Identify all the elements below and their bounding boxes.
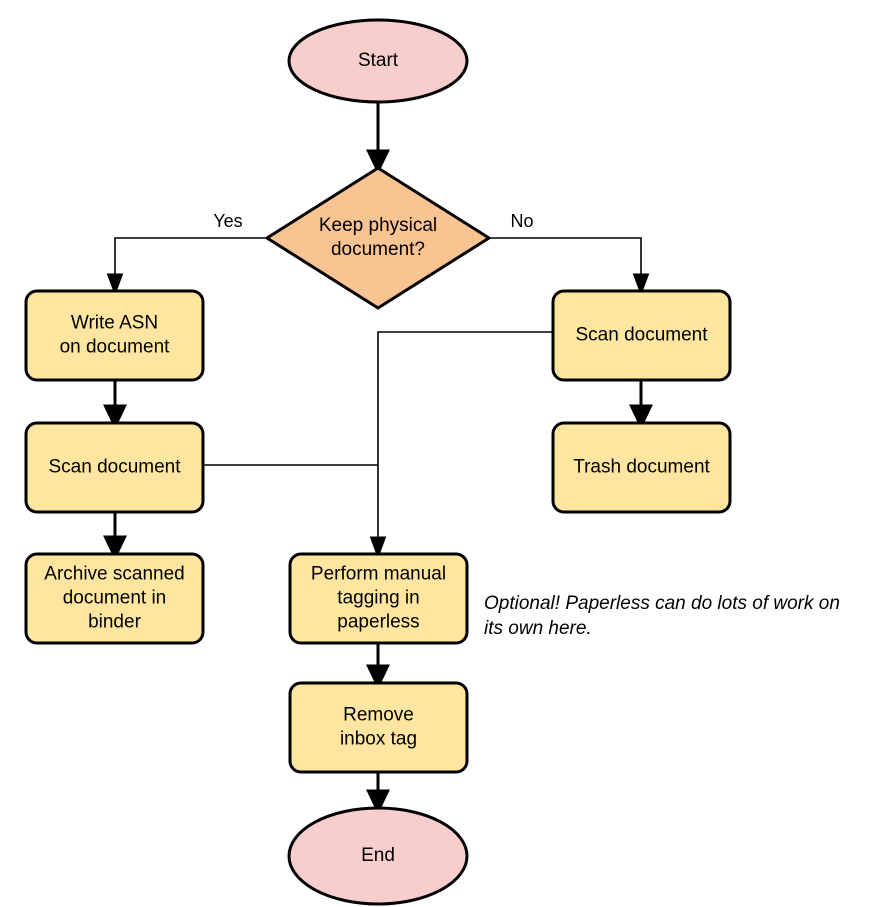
node-label-line: Scan document xyxy=(575,325,708,346)
node-trash[interactable]: Trash document xyxy=(551,421,732,514)
node-label-line: End xyxy=(361,845,395,866)
edge-scan-right-to-tagging xyxy=(369,331,553,559)
node-start[interactable]: Start xyxy=(287,18,469,104)
process-box xyxy=(24,552,205,645)
node-end[interactable]: End xyxy=(287,806,469,906)
node-scan-left[interactable]: Scan document xyxy=(24,421,205,514)
node-scan-right[interactable]: Scan document xyxy=(551,289,732,382)
decision-diamond xyxy=(265,166,491,310)
edge-label: No xyxy=(510,211,533,231)
terminator-ellipse xyxy=(287,18,469,104)
node-label-line: Trash document xyxy=(573,457,710,478)
node-label-line: Scan document xyxy=(48,457,181,478)
node-label-line: inbox tag xyxy=(340,729,417,750)
node-label-line: Write ASN xyxy=(71,313,158,334)
node-label-line: binder xyxy=(88,612,141,633)
node-label-line: on document xyxy=(60,337,171,358)
annotations-layer: Optional! Paperless can do lots of work … xyxy=(484,593,840,639)
annotation-optional-note: Optional! Paperless can do lots of work … xyxy=(484,593,840,639)
process-box xyxy=(288,681,469,774)
node-label-line: Remove xyxy=(343,705,414,726)
annotation-line: its own here. xyxy=(484,618,592,639)
edge-label: Yes xyxy=(213,211,242,231)
edge-decision-no: No xyxy=(489,211,650,296)
node-write-asn[interactable]: Write ASN on document xyxy=(24,289,205,382)
node-label-line: paperless xyxy=(337,612,419,633)
node-archive[interactable]: Archive scanned document in binder xyxy=(24,552,205,645)
process-box xyxy=(288,552,469,645)
node-label-line: Archive scanned xyxy=(44,564,184,585)
edge-path xyxy=(106,237,267,296)
node-remove-inbox-tag[interactable]: Remove inbox tag xyxy=(288,681,469,774)
node-label-line: document? xyxy=(331,239,425,260)
edge-path xyxy=(489,237,650,296)
edge-decision-yes: Yes xyxy=(106,211,267,296)
node-manual-tagging[interactable]: Perform manual tagging in paperless xyxy=(288,552,469,645)
edge-path xyxy=(369,331,553,559)
edges-layer: Yes No xyxy=(103,102,653,815)
process-box xyxy=(24,421,205,514)
node-label-line: tagging in xyxy=(337,588,419,609)
annotation-line: Optional! Paperless can do lots of work … xyxy=(484,593,840,614)
node-label-line: Perform manual xyxy=(311,564,446,585)
node-decision[interactable]: Keep physical document? xyxy=(265,166,491,310)
process-box xyxy=(551,421,732,514)
node-label-line: document in xyxy=(63,588,167,609)
process-box xyxy=(24,289,205,382)
node-label-line: Keep physical xyxy=(319,215,437,236)
process-box xyxy=(551,289,732,382)
terminator-ellipse xyxy=(287,806,469,906)
node-label-line: Start xyxy=(358,50,399,71)
